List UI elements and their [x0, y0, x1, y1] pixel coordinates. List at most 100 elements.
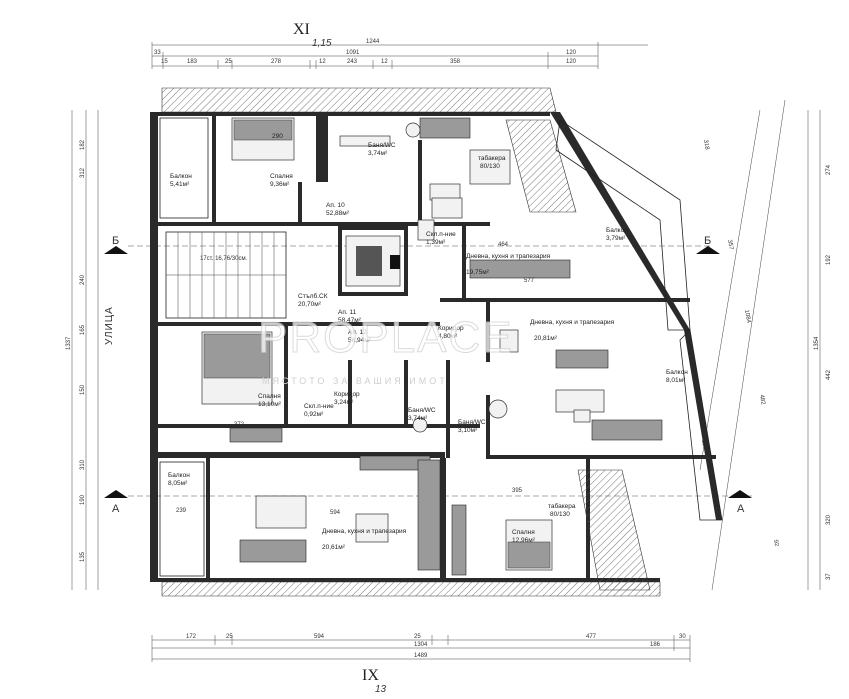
note-464: 464 — [498, 242, 509, 248]
dim-bottom-3: 594 — [314, 634, 325, 640]
label-apt12: Ап. 12 — [348, 329, 367, 336]
dim-diag-3: 1084 — [743, 309, 751, 324]
label-bath-mid: Баня/WC — [408, 407, 436, 414]
note-577: 577 — [524, 278, 535, 284]
dim-top-r2-1: 15 — [161, 59, 168, 65]
dim-diag-1: 318 — [702, 139, 710, 151]
label-living-mid-area: 20,81м² — [534, 335, 558, 342]
dim-left-8: 135 — [80, 551, 86, 562]
axis-label-top: XI — [293, 21, 310, 38]
label-living-top: Дневна, кухня и трапезария — [466, 253, 551, 260]
dim-left-3: 240 — [80, 274, 86, 285]
label-apt11: Ап. 11 — [338, 309, 357, 316]
label-bath-top-area: 3,74м² — [368, 150, 388, 157]
dim-top-1: 33 — [154, 50, 161, 56]
label-bath-right: Баня/WC — [458, 419, 486, 426]
section-a-right: А — [737, 503, 745, 515]
street-label: УЛИЦА — [104, 306, 115, 345]
axis-label-bottom: IX — [362, 667, 379, 684]
label-corridor-small: Коридор — [334, 391, 360, 398]
dim-bottom-6: 30 — [679, 634, 686, 640]
furniture — [201, 117, 663, 576]
dim-top-r2-8: 358 — [450, 59, 461, 65]
dim-top-r2-5: 12 — [319, 59, 326, 65]
label-stair-note: 17ст. 16,76/30см. — [200, 256, 248, 262]
label-storage-top-area: 1,39м² — [426, 239, 446, 246]
label-apt11-area: 58,47м² — [338, 317, 362, 324]
label-balcony-top-area: 5,41м² — [170, 181, 190, 188]
label-living-bottom: Дневна, кухня и трапезария — [322, 528, 407, 535]
label-bedroom-mid: Спалня — [258, 393, 281, 400]
dim-left-overall: 1337 — [66, 336, 72, 350]
label-bedroom-mid-area: 13,10м² — [258, 401, 282, 408]
label-balcony-right-mid: Балкон — [666, 369, 688, 376]
top-dimensions: 1244 33 1091 120 15 183 25 278 12 243 12… — [151, 39, 648, 69]
label-storage-mid-area: 0,92м² — [304, 411, 324, 418]
section-b-left: Б — [112, 235, 119, 247]
dim-bottom-2: 25 — [226, 634, 233, 640]
label-bath-top: Баня/WC — [368, 142, 396, 149]
label-table-top: табакера — [478, 154, 506, 162]
label-balcony-bottom-area: 8,05м² — [168, 480, 188, 487]
section-b-right: Б — [704, 235, 711, 247]
dim-top-2: 1091 — [346, 50, 360, 56]
dim-top-r2-6: 243 — [347, 59, 358, 65]
watermark-brand: PROPLACE — [258, 313, 514, 362]
dim-diag-2: 357 — [726, 239, 734, 251]
dim-top-r2-4: 278 — [271, 59, 282, 65]
dim-top-r2-9: 120 — [566, 59, 577, 65]
label-balcony-top: Балкон — [170, 173, 192, 180]
dim-diag-7: 92 — [772, 539, 779, 547]
dim-bottom-r2-1: 1304 — [414, 642, 428, 648]
label-storage-top: Скл.п-ние — [426, 231, 456, 238]
axis-scale-top: 1,15 — [312, 38, 332, 49]
label-table-bottom-size: 80/130 — [550, 511, 570, 518]
dim-right-2: 192 — [826, 254, 832, 265]
label-living-top-area: 19,75м² — [466, 269, 490, 276]
bottom-dimensions: 172 25 594 25 477 30 1304 186 1489 — [151, 634, 691, 662]
balconies — [159, 117, 723, 591]
label-bath-mid-area: 3,74м² — [408, 415, 428, 422]
dim-overall-top: 1244 — [366, 39, 380, 45]
label-table-top-size: 80/130 — [480, 163, 500, 170]
section-markers: Б Б А А — [104, 235, 752, 515]
dim-top-r2-2: 183 — [187, 59, 198, 65]
label-stair-area: 20,70м² — [298, 301, 322, 308]
dim-right-3: 442 — [826, 369, 832, 380]
label-corridor-mid-area: 4,80м² — [438, 333, 458, 340]
dim-top-r2-3: 25 — [225, 59, 232, 65]
dim-bottom-1: 172 — [186, 634, 197, 640]
label-storage-mid: Скл.п-ние — [304, 403, 334, 410]
label-apt12-area: 56,94м² — [348, 337, 372, 344]
dim-bottom-r3: 1489 — [414, 653, 428, 659]
dim-bottom-5: 477 — [586, 634, 597, 640]
label-balcony-bottom: Балкон — [168, 472, 190, 479]
dim-top-r2-7: 12 — [381, 59, 388, 65]
dim-top-3: 120 — [566, 50, 577, 56]
label-bedroom-top-size: 290 — [272, 133, 283, 140]
label-apt10: Ап. 10 — [326, 202, 345, 209]
dim-bottom-r2-2: 186 — [650, 642, 661, 648]
label-table-bottom: табакера — [548, 502, 576, 510]
dim-diag-4: 482 — [758, 394, 766, 406]
label-stair: Стълб.СК — [298, 292, 328, 300]
label-living-mid: Дневна, кухня и трапезария — [530, 319, 615, 326]
dim-left-6: 310 — [80, 459, 86, 470]
note-372: 372 — [234, 422, 245, 428]
right-dimensions: 1354 274 192 442 320 37 318 357 1084 482… — [695, 99, 832, 591]
section-a-left: А — [112, 503, 120, 515]
label-bath-right-area: 3,10м² — [458, 427, 478, 434]
label-apt10-area: 52,88м² — [326, 210, 350, 217]
watermark: PROPLACE МЯСТОТО ЗА ВАШИЯ ИМОТ — [258, 313, 514, 387]
note-239: 239 — [176, 508, 187, 514]
note-395: 395 — [512, 488, 523, 494]
label-bedroom-bottom: Спалня — [512, 529, 535, 536]
room-labels: Спалня 9,36м² 290 Балкон 5,41м² Баня/WC … — [168, 133, 688, 551]
label-living-bottom-area: 20,61м² — [322, 544, 346, 551]
dim-left-4: 165 — [80, 324, 86, 335]
left-dimensions: 1337 182 312 240 165 150 310 190 135 УЛИ… — [66, 110, 115, 590]
label-bedroom-bottom-area: 12,96м² — [512, 537, 536, 544]
dim-left-5: 150 — [80, 384, 86, 395]
dim-left-2: 312 — [80, 167, 86, 178]
